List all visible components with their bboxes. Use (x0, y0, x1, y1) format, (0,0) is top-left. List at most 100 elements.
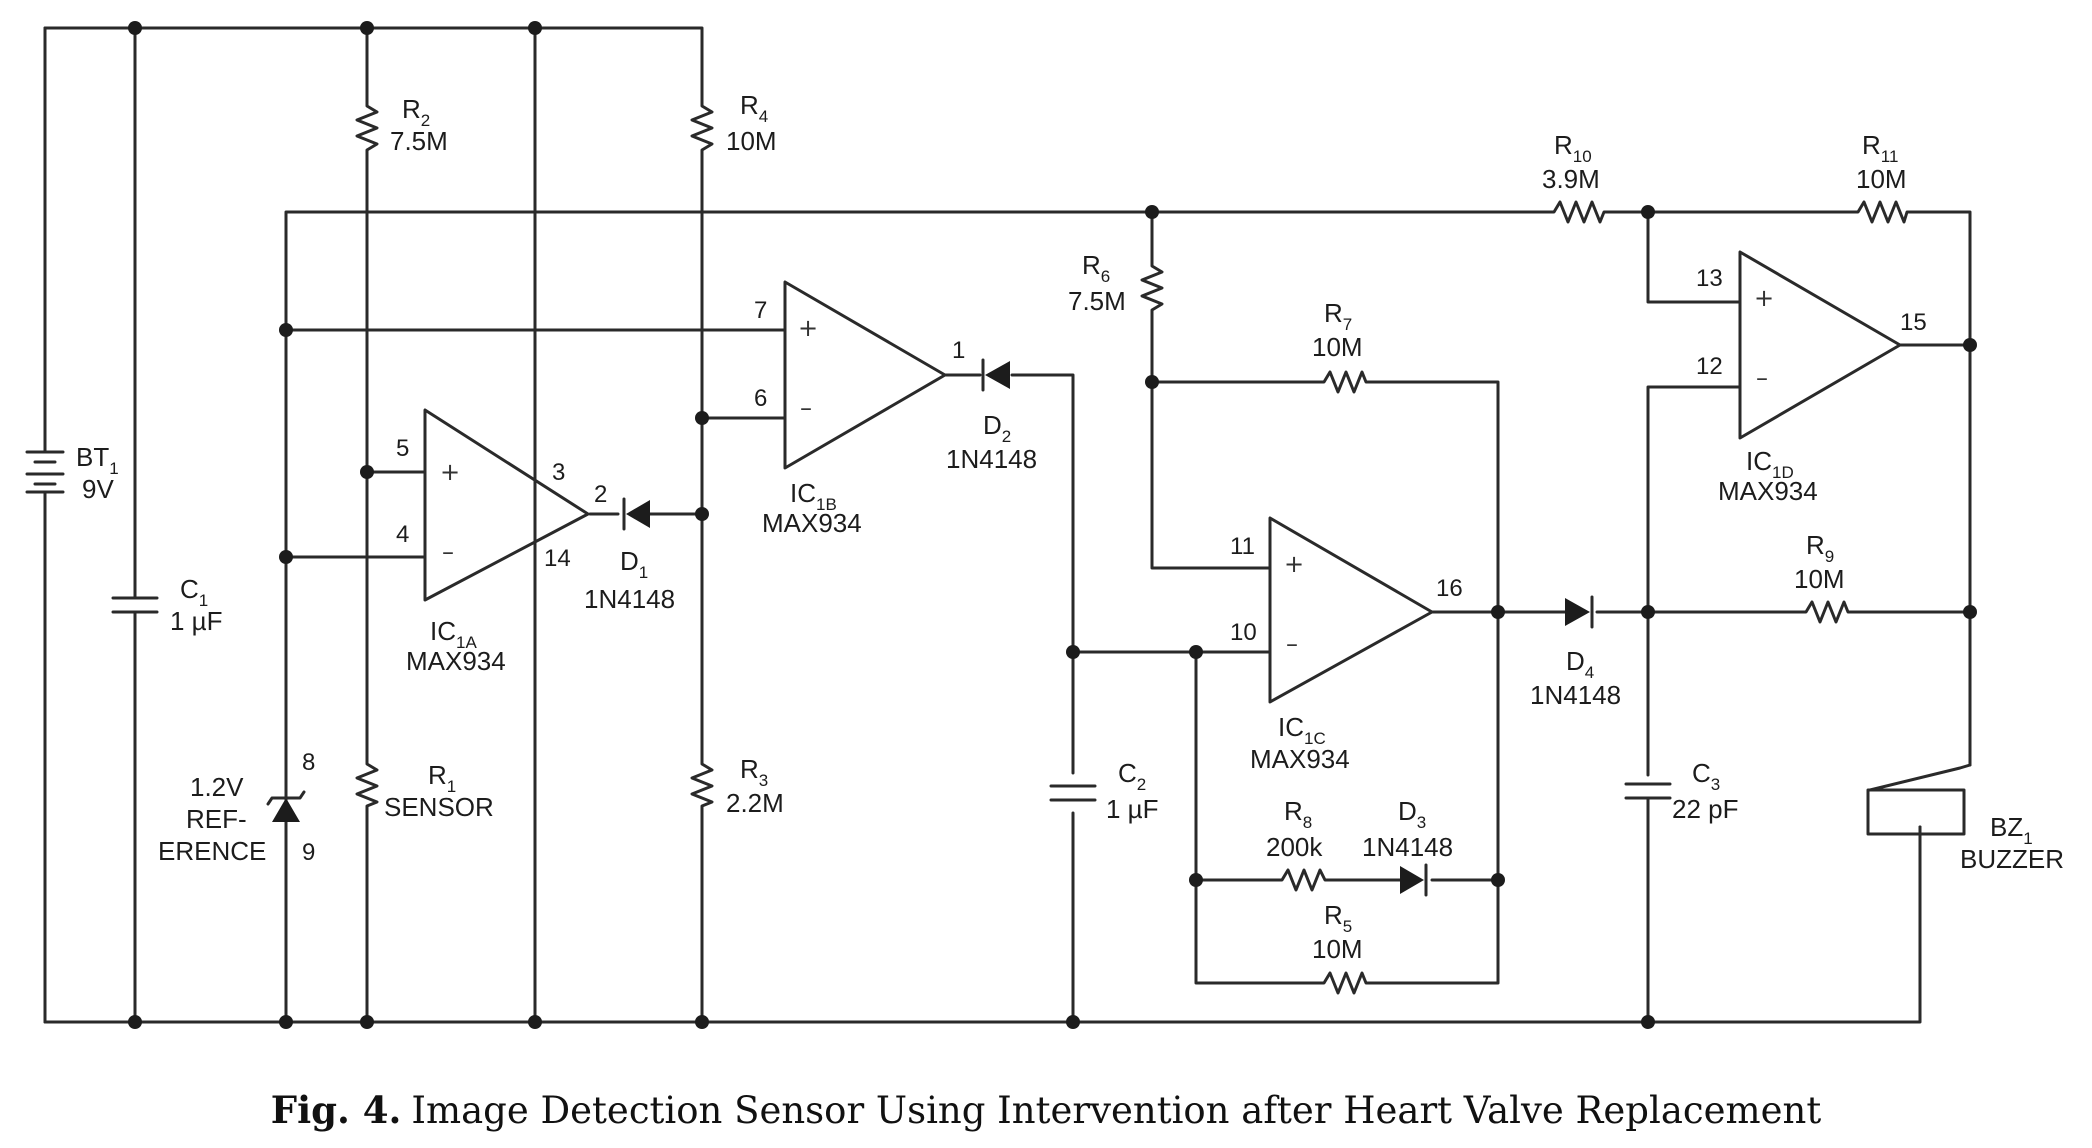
capacitor-c3: C3 22 pF (1624, 758, 1739, 824)
r8-value-label: 200k (1266, 832, 1323, 862)
ic1b-plus-sign: + (798, 314, 818, 342)
ic1d-pin-out: 15 (1900, 309, 1927, 336)
figure-caption-label: Fig. 4. (270, 1088, 402, 1132)
ic1d-part-label: MAX934 (1718, 476, 1818, 506)
r8-ref-label: R8 (1284, 796, 1312, 832)
bt1-value-label: 9V (82, 474, 114, 504)
ic1b-part-label: MAX934 (762, 508, 862, 538)
ic1c-ref-label: IC1C (1278, 712, 1326, 748)
r11-ref-label: R11 (1862, 130, 1898, 166)
ic1a-ref-label: IC1A (430, 616, 477, 652)
resistor-r6: R6 7.5M (1068, 250, 1164, 318)
junction-dots (128, 21, 1977, 1029)
ic1d-plus-sign: + (1754, 284, 1774, 312)
r4-value-label: 10M (726, 126, 777, 156)
c1-value-label: 1 µF (170, 606, 223, 636)
diode-d2: D2 1N4148 (946, 358, 1037, 474)
ic1a-minus-sign: – (442, 538, 454, 566)
bz1-ref-label: BZ1 (1990, 812, 2033, 848)
ic1a-pin-minus: 4 (396, 521, 409, 548)
comparator-ic1c: + – 11 10 16 IC1C MAX934 (1230, 516, 1463, 774)
r10-ref-label: R10 (1554, 130, 1592, 166)
d3-part-label: 1N4148 (1362, 832, 1453, 862)
resistor-r2: R2 7.5M (355, 94, 448, 158)
c2-value-label: 1 µF (1106, 794, 1159, 824)
r9-ref-label: R9 (1806, 530, 1834, 566)
r5-ref-label: R5 (1324, 900, 1352, 936)
r3-ref-label: R3 (740, 754, 768, 790)
r4-ref-label: R4 (740, 90, 768, 126)
ic1a-plus-sign: + (440, 458, 460, 486)
bt1-ref-label: BT1 (76, 442, 119, 478)
d2-ref-label: D2 (983, 410, 1011, 446)
resistor-r5: R5 10M (1312, 900, 1372, 995)
diode-d1: D1 1N4148 (584, 497, 675, 614)
figure-caption: Fig. 4.Image Detection Sensor Using Inte… (0, 1088, 2092, 1132)
reference-line3: ERENCE (158, 836, 266, 866)
d3-ref-label: D3 (1398, 796, 1426, 832)
resistor-r3: R3 2.2M (690, 754, 784, 818)
c3-value-label: 22 pF (1672, 794, 1739, 824)
resistor-r7: R7 10M (1312, 298, 1372, 394)
battery-bt1: BT1 9V (25, 442, 119, 504)
r5-value-label: 10M (1312, 934, 1363, 964)
reference-line1: 1.2V (190, 772, 244, 802)
r2-value-label: 7.5M (390, 126, 448, 156)
reference-diode: 1.2V REF- ERENCE 8 9 (158, 749, 315, 866)
c3-ref-label: C3 (1692, 758, 1720, 794)
diode-d4: D4 1N4148 (1530, 595, 1621, 710)
r6-ref-label: R6 (1082, 250, 1110, 286)
comparator-ic1a: + – 5 4 2 3 14 IC1A MAX934 (396, 408, 607, 676)
ic1b-pin-plus: 7 (754, 297, 767, 324)
ic1c-pin-minus: 10 (1230, 619, 1257, 646)
figure-caption-text: Image Detection Sensor Using Interventio… (411, 1089, 1822, 1132)
ic1a-part-label: MAX934 (406, 646, 506, 676)
ic1d-pin-minus: 12 (1696, 353, 1723, 380)
ic1a-pin-gnd: 14 (544, 545, 571, 572)
d4-ref-label: D4 (1566, 646, 1594, 682)
resistor-r10: R10 3.9M (1542, 130, 1610, 224)
comparator-ic1b: + – 7 6 1 IC1B MAX934 (754, 280, 965, 538)
d1-part-label: 1N4148 (584, 584, 675, 614)
ic1b-minus-sign: – (800, 394, 812, 422)
comparator-ic1d: + – 13 12 15 IC1D MAX934 (1696, 250, 1927, 506)
c2-ref-label: C2 (1118, 758, 1146, 794)
ic1a-pin-plus: 5 (396, 435, 409, 462)
ic1d-pin-plus: 13 (1696, 265, 1723, 292)
r9-value-label: 10M (1794, 564, 1845, 594)
r11-value-label: 10M (1856, 164, 1907, 194)
r3-value-label: 2.2M (726, 788, 784, 818)
r1-ref-label: R1 (428, 760, 456, 796)
resistor-r11: R11 10M (1850, 130, 1912, 224)
d4-part-label: 1N4148 (1530, 680, 1621, 710)
diode-d3: D3 1N4148 (1362, 796, 1453, 897)
r2-ref-label: R2 (402, 94, 430, 130)
c1-ref-label: C1 (180, 574, 208, 610)
ic1d-minus-sign: – (1756, 364, 1768, 392)
ic1c-minus-sign: – (1286, 630, 1298, 658)
r10-value-label: 3.9M (1542, 164, 1600, 194)
ic1b-pin-out: 1 (952, 337, 965, 364)
reference-line2: REF- (186, 804, 247, 834)
d1-ref-label: D1 (620, 546, 648, 582)
ic1a-pin-vcc: 3 (552, 459, 565, 486)
r7-value-label: 10M (1312, 332, 1363, 362)
capacitor-c2: C2 1 µF (1049, 758, 1159, 824)
ic1c-pin-plus: 11 (1230, 533, 1255, 560)
capacitor-c1: C1 1 µF (111, 574, 223, 636)
resistor-r1-sensor: R1 SENSOR (355, 758, 494, 822)
bz1-value-label: BUZZER (1960, 844, 2064, 874)
reference-pin-8: 8 (302, 749, 315, 776)
d2-part-label: 1N4148 (946, 444, 1037, 474)
r1-value-label: SENSOR (384, 792, 494, 822)
ic1b-pin-minus: 6 (754, 385, 767, 412)
resistor-r4: R4 10M (690, 90, 777, 158)
ic1c-pin-out: 16 (1436, 575, 1463, 602)
ic1c-plus-sign: + (1284, 550, 1304, 578)
ic1c-part-label: MAX934 (1250, 744, 1350, 774)
wires (43, 26, 1972, 1024)
ic1b-ref-label: IC1B (790, 478, 837, 514)
r7-ref-label: R7 (1324, 298, 1352, 334)
ic1a-pin-out: 2 (594, 481, 607, 508)
